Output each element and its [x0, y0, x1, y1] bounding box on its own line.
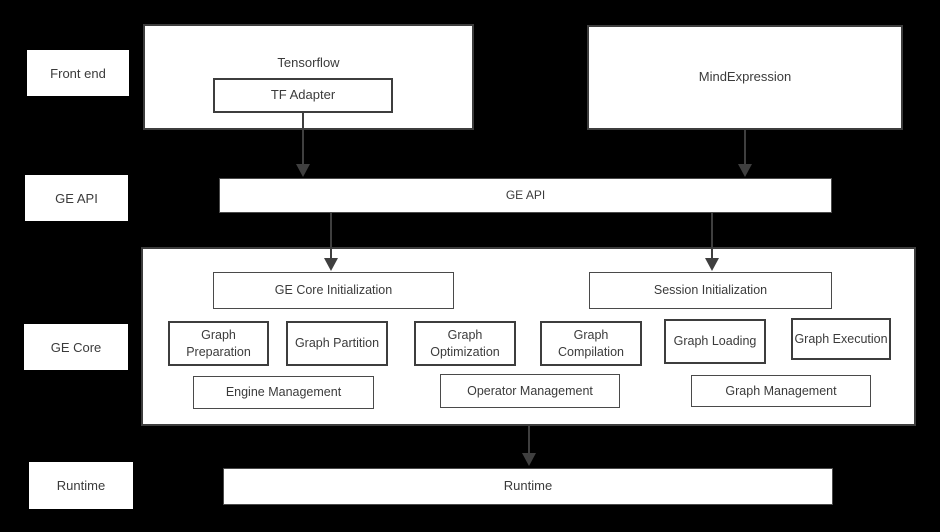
graph-management-box: Graph Management	[691, 375, 871, 407]
graph-preparation-box: Graph Preparation	[168, 321, 269, 366]
mindexpression-box: MindExpression	[587, 25, 903, 130]
graph-loading-box: Graph Loading	[664, 319, 766, 364]
graph-optimization-box: Graph Optimization	[414, 321, 516, 366]
row-label-ge-api: GE API	[25, 175, 128, 221]
arrow-mindexpression-to-ge-api	[738, 130, 752, 177]
row-label-ge-core: GE Core	[24, 324, 128, 370]
graph-compilation-box: Graph Compilation	[540, 321, 642, 366]
tf-adapter-box: TF Adapter	[213, 78, 393, 113]
ge-api-bar: GE API	[219, 178, 832, 213]
row-label-front-end: Front end	[27, 50, 129, 96]
arrow-ge-api-to-ge-core-initialization	[324, 213, 338, 271]
tensorflow-title: Tensorflow	[277, 55, 340, 70]
arrow-ge-core-to-runtime	[522, 426, 536, 466]
arrow-ge-api-to-session-initialization	[705, 213, 719, 271]
graph-execution-box: Graph Execution	[791, 318, 891, 360]
graph-partition-box: Graph Partition	[286, 321, 388, 366]
runtime-bar: Runtime	[223, 468, 833, 505]
arrow-tf-adapter-to-ge-api	[296, 113, 310, 177]
ge-core-initialization-box: GE Core Initialization	[213, 272, 454, 309]
row-label-runtime: Runtime	[29, 462, 133, 509]
operator-management-box: Operator Management	[440, 374, 620, 408]
session-initialization-box: Session Initialization	[589, 272, 832, 309]
engine-management-box: Engine Management	[193, 376, 374, 409]
